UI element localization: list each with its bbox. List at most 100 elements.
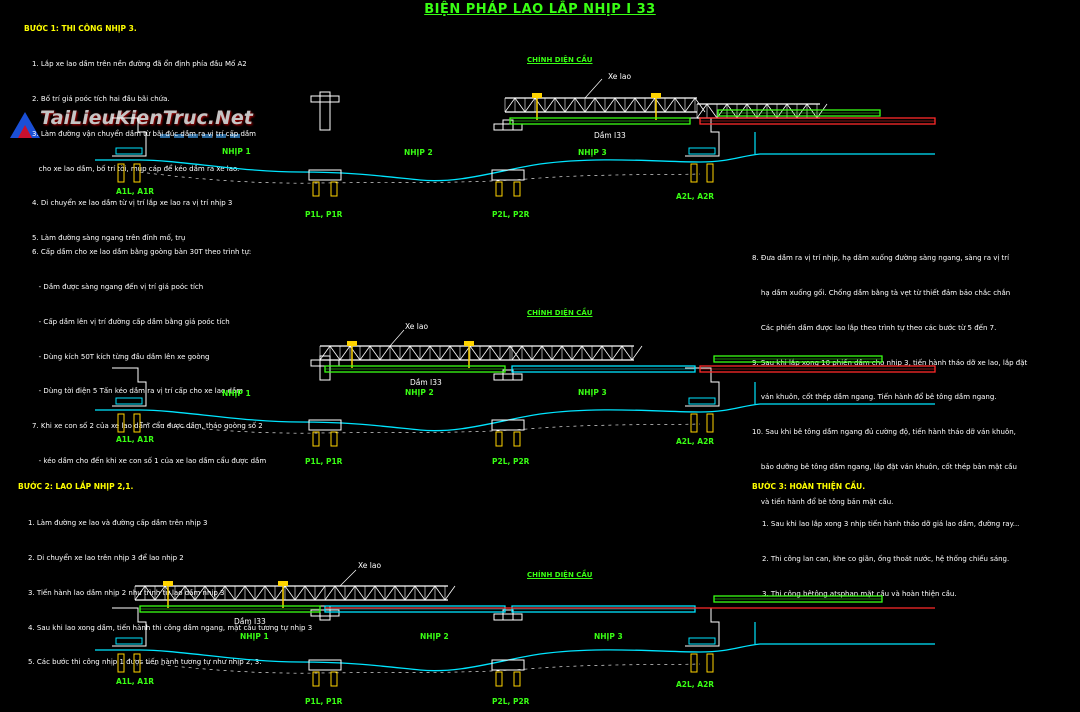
truss-tail-diagonal	[611, 345, 623, 361]
diagram3-span2-label: NHỊP 2	[420, 632, 449, 641]
step1-item: 2. Bố trí giá poóc tích hai đầu bãi chứa…	[32, 94, 170, 103]
pier-p1	[319, 355, 331, 381]
diagram1-support-a1: A1L, A1R	[116, 187, 155, 196]
truss-tail-diagonal	[344, 585, 356, 601]
truss-tail-diagonal	[404, 585, 416, 601]
abutment-a2-cap	[688, 147, 716, 155]
launching-truss-diagonal	[304, 585, 316, 601]
soil-hatch	[139, 171, 701, 184]
watermark-logo-icon	[10, 112, 40, 138]
abutment-a2-cap	[688, 397, 716, 405]
truss-tail-diagonal	[696, 103, 708, 119]
launching-truss-diagonal	[544, 97, 556, 113]
note-item: 8. Đưa dầm ra vị trí nhịp, hạ dầm xuống …	[752, 254, 1010, 263]
diagram1-support-p1: P1L, P1R	[305, 210, 343, 219]
diagram3-span3-label: NHỊP 3	[594, 632, 623, 641]
pile	[706, 653, 714, 673]
step3-list: 1. Sau khi lao lắp xong 3 nhịp tiến hành…	[762, 496, 1019, 624]
lifting-trolley-icon	[278, 581, 288, 586]
launching-truss-diagonal	[509, 345, 521, 361]
truss-tail-diagonal	[591, 345, 603, 361]
launching-truss-diagonal	[224, 585, 236, 601]
pier-p1-cap	[310, 95, 340, 103]
lifting-trolley-icon	[651, 93, 661, 98]
pile	[706, 163, 714, 183]
pile	[513, 671, 521, 687]
launching-truss-diagonal	[584, 97, 596, 113]
truss-tail-diagonal	[424, 585, 436, 601]
pile	[312, 671, 320, 687]
pile	[133, 653, 141, 673]
step3-item: 1. Sau khi lao lắp xong 3 nhịp tiến hành…	[762, 520, 1020, 529]
diagram2-heading: CHÍNH DIỆN CẦU	[527, 309, 593, 317]
launching-truss-diagonal	[254, 585, 266, 601]
truss-tail-diagonal	[601, 345, 613, 361]
launching-truss-diagonal	[594, 97, 606, 113]
pile	[513, 431, 521, 447]
diagram1-heading: CHÍNH DIỆN CẦU	[527, 56, 593, 64]
launching-truss-diagonal	[449, 345, 461, 361]
pier-p2-footing	[491, 169, 525, 181]
pile	[117, 653, 125, 673]
leader-line	[339, 569, 357, 587]
diagram2-support-a2: A2L, A2R	[676, 437, 715, 446]
step1-item: 1. Lắp xe lao dầm trên nền đường đã ổn đ…	[32, 60, 247, 69]
pier-p2-footing	[491, 419, 525, 431]
launching-truss-diagonal	[174, 585, 186, 601]
step1-item: 3. Làm đường vận chuyển dầm từ bãi đúc d…	[32, 129, 257, 138]
pile	[495, 671, 503, 687]
launching-truss-diagonal	[184, 585, 196, 601]
note-item: - Dầm được sàng ngang đến vị trí giá poó…	[32, 282, 204, 291]
ground-line	[95, 643, 935, 672]
truss-tail-diagonal	[521, 345, 533, 361]
pier-p1-footing	[308, 659, 342, 671]
launching-truss-diagonal	[134, 585, 146, 601]
truss-tail-diagonal	[444, 585, 456, 601]
step3-title: BƯỚC 3: HOÀN THIỆN CẦU.	[752, 482, 866, 491]
step1-item: 4. Di chuyển xe lao dầm từ vị trí lắp xe…	[32, 199, 233, 208]
pile	[495, 431, 503, 447]
soil-hatch	[139, 421, 701, 434]
launching-truss-diagonal	[214, 585, 226, 601]
diagram1-crane-label: Xe lao	[608, 72, 632, 81]
abutment-a2	[685, 607, 720, 647]
truss-tail-diagonal	[364, 585, 376, 601]
launching-truss-diagonal	[514, 97, 526, 113]
pile	[690, 413, 698, 433]
abutment-a2-cap	[688, 637, 716, 645]
launching-truss-diagonal	[524, 97, 536, 113]
truss-tail-diagonal	[394, 585, 406, 601]
launching-truss-diagonal	[439, 345, 451, 361]
pile	[117, 163, 125, 183]
step2-title: BƯỚC 2: LAO LẮP NHỊP 2,1.	[18, 482, 134, 491]
truss-tail-diagonal	[621, 345, 633, 361]
diagram3-crane-label: Xe lao	[358, 561, 382, 570]
diagram2-crane-label: Xe lao	[405, 322, 429, 331]
launching-truss-diagonal	[419, 345, 431, 361]
launching-truss-diagonal	[264, 585, 276, 601]
truss-tail-diagonal	[354, 585, 366, 601]
launching-truss-diagonal	[204, 585, 216, 601]
lifting-trolley-icon	[532, 93, 542, 98]
lifting-trolley-icon	[347, 341, 357, 346]
launching-truss-diagonal	[504, 97, 516, 113]
step3-item: 3. Thi công bêtông atsphan mặt cầu và ho…	[762, 589, 957, 598]
pile	[330, 181, 338, 197]
launching-truss-diagonal	[244, 585, 256, 601]
launching-truss-diagonal	[564, 97, 576, 113]
launching-truss-diagonal	[154, 585, 166, 601]
launching-truss-diagonal	[469, 345, 481, 361]
launching-truss-diagonal	[499, 345, 511, 361]
step1-title: BƯỚC 1: THI CÔNG NHỊP 3.	[24, 24, 137, 33]
truss-tail-diagonal	[581, 345, 593, 361]
launching-truss-diagonal	[399, 345, 411, 361]
diagram3-beam-label: Dầm I33	[234, 617, 266, 626]
diagram3-support-a1: A1L, A1R	[116, 677, 155, 686]
launching-truss-diagonal	[314, 585, 326, 601]
watermark-bars	[160, 134, 240, 138]
note-item: - Dùng tời điện 5 Tấn kéo dầm ra vị trí …	[32, 387, 244, 396]
pile	[330, 671, 338, 687]
abutment-a2	[685, 367, 720, 407]
abutment-a1	[112, 367, 147, 407]
